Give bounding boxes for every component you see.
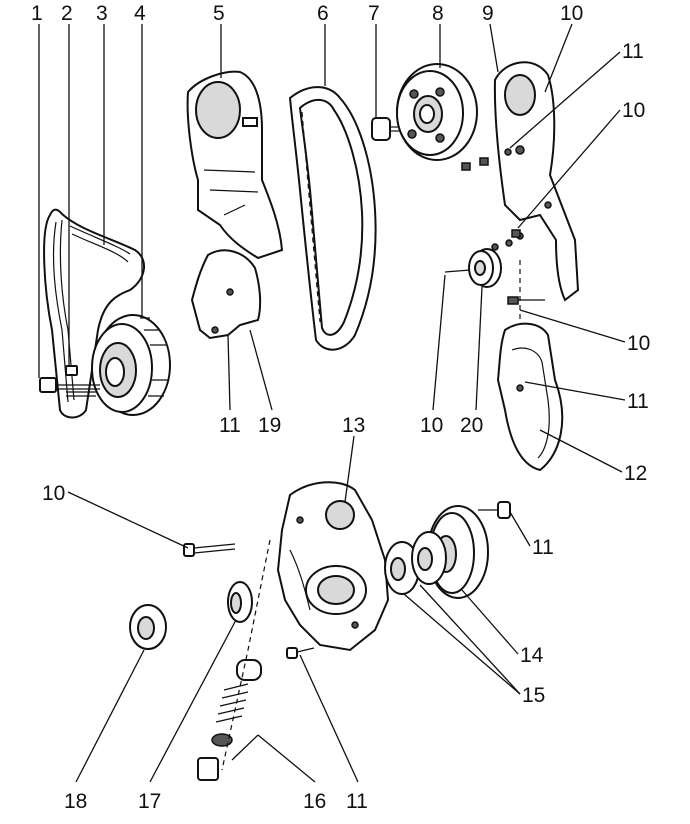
cover-bolts <box>461 157 545 330</box>
callout-2: 2 <box>61 2 73 25</box>
callout-10-left: 10 <box>42 482 65 505</box>
flange-bolt <box>478 501 511 519</box>
callout-10-mid: 10 <box>420 414 443 437</box>
pulley-bolts <box>39 365 100 397</box>
callout-10-right-upper: 10 <box>622 99 645 122</box>
toothed-timing-belt <box>288 86 377 351</box>
callout-15: 15 <box>522 684 545 707</box>
small-gear <box>129 604 167 650</box>
callout-13: 13 <box>342 414 365 437</box>
callout-1: 1 <box>31 2 43 25</box>
lower-timing-belt-guard <box>496 322 564 472</box>
callout-18: 18 <box>64 790 87 813</box>
callout-16: 16 <box>303 790 326 813</box>
housing-small-bolt <box>286 647 315 659</box>
callout-17: 17 <box>138 790 161 813</box>
upper-timing-belt-guard <box>186 70 284 260</box>
front-housing <box>276 481 390 652</box>
callout-11-bottom: 11 <box>346 790 368 813</box>
callout-5: 5 <box>213 2 225 25</box>
callout-3: 3 <box>96 2 108 25</box>
callout-10-right-mid: 10 <box>627 332 650 355</box>
callout-20: 20 <box>460 414 483 437</box>
camshaft-sprocket <box>396 63 478 161</box>
callout-11-top: 11 <box>622 40 644 63</box>
callout-8: 8 <box>432 2 444 25</box>
rear-timing-belt-cover <box>493 61 580 302</box>
crankshaft-pulley <box>91 314 171 416</box>
oil-seal <box>227 581 253 623</box>
callout-14: 14 <box>520 644 544 667</box>
callout-12: 12 <box>624 462 647 485</box>
rear-guard-plate <box>190 249 262 340</box>
callout-10-top: 10 <box>560 2 583 25</box>
callout-11-flange: 11 <box>532 536 554 559</box>
housing-bolt <box>183 543 236 557</box>
callout-labels: 1 2 3 4 5 6 7 8 9 10 11 10 10 11 12 11 1… <box>31 2 650 813</box>
callout-6: 6 <box>317 2 329 25</box>
pressure-relief-valve <box>197 539 271 781</box>
callout-11-left: 11 <box>219 414 241 437</box>
callout-19: 19 <box>258 414 281 437</box>
leader-lines <box>38 23 626 783</box>
callout-7: 7 <box>368 2 380 25</box>
tensioner-pulley <box>444 239 513 288</box>
callout-9: 9 <box>482 2 494 25</box>
callout-11-right: 11 <box>627 390 649 413</box>
crankshaft-sprockets <box>384 531 447 595</box>
callout-4: 4 <box>134 2 146 25</box>
